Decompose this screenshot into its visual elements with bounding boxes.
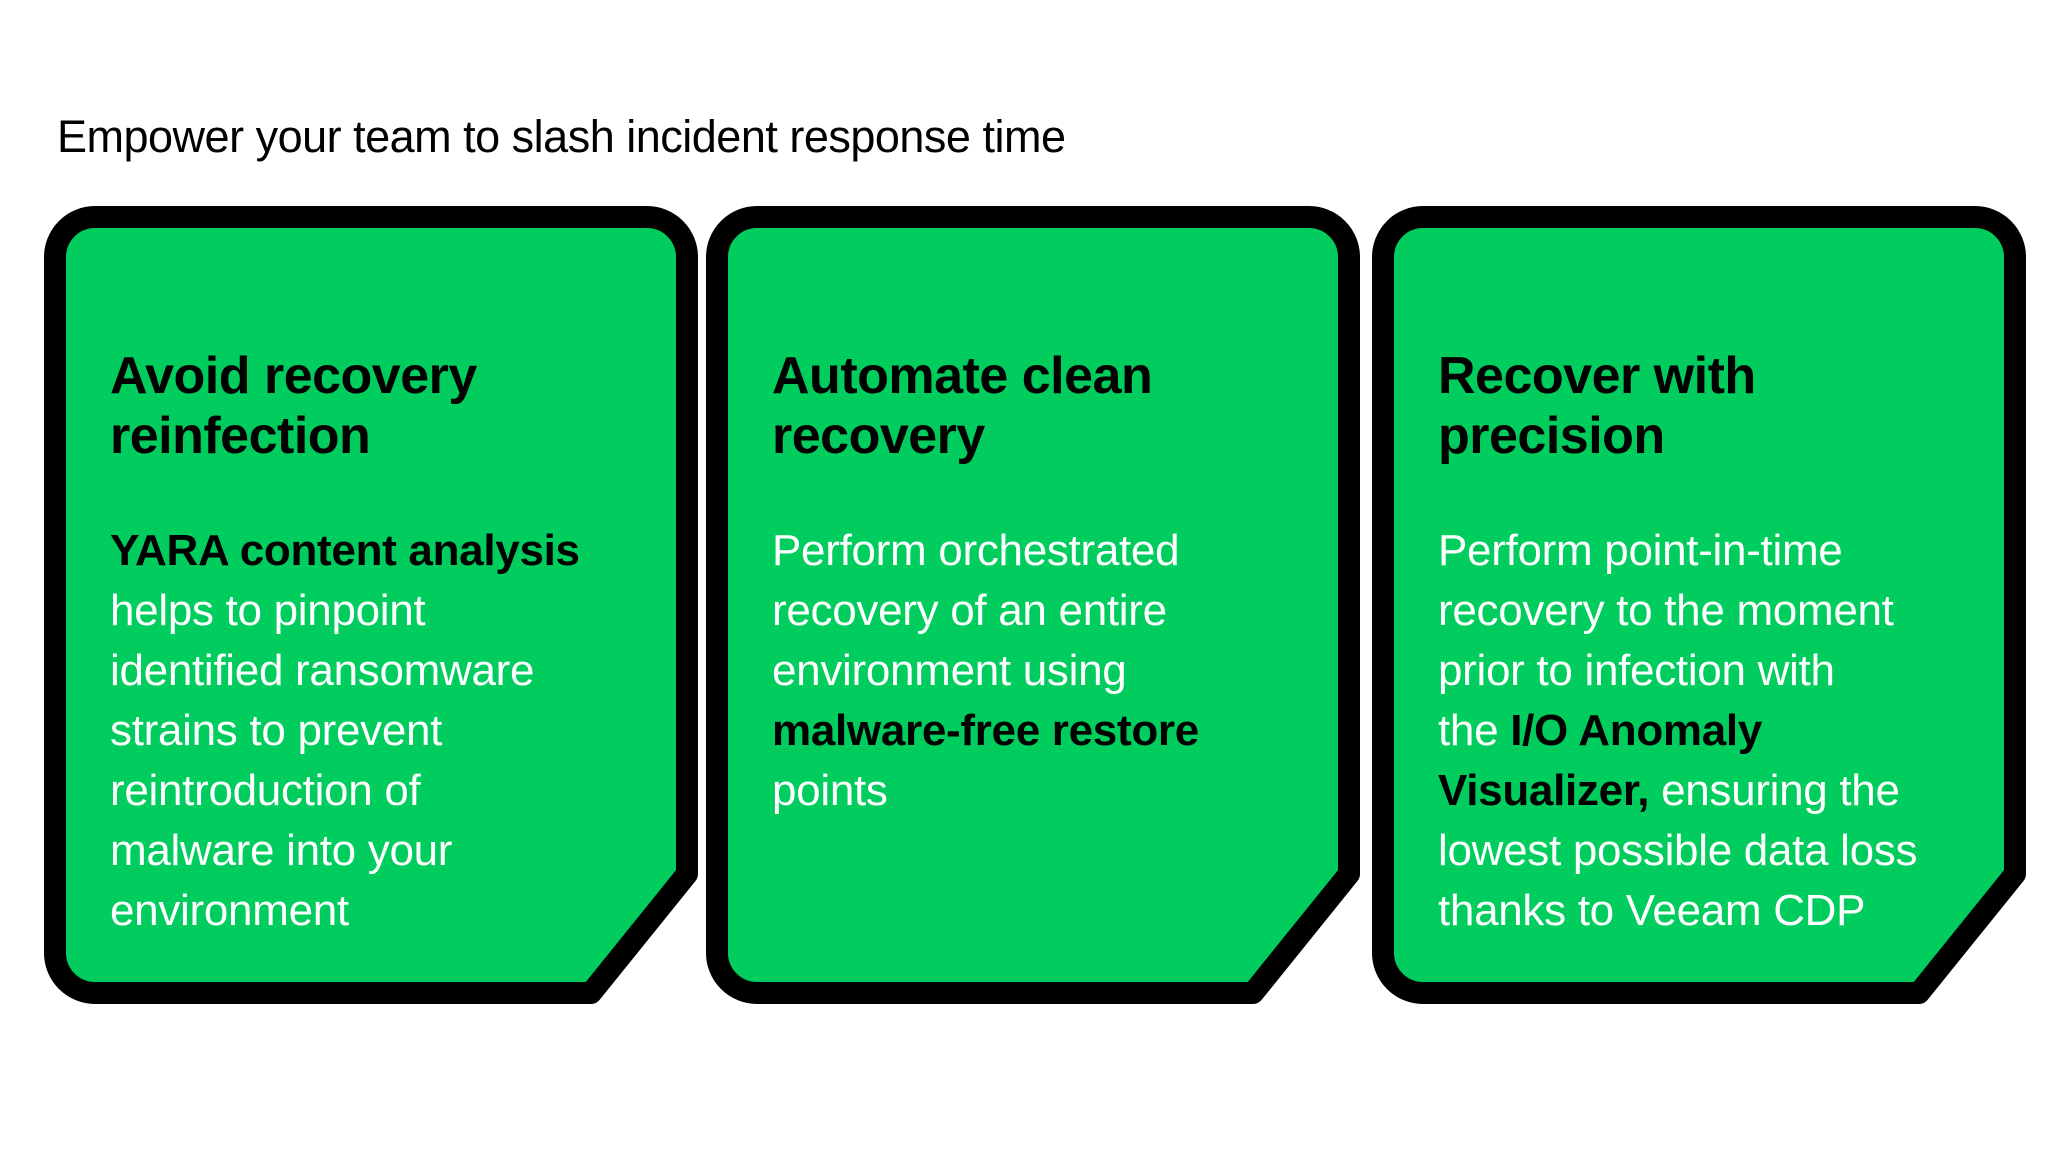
card-notched-rect bbox=[44, 206, 698, 1004]
body-segment-bold: malware-free restore bbox=[772, 706, 1199, 755]
card-content: Automate clean recovery Perform orchestr… bbox=[706, 206, 1360, 1004]
card-body: YARA content analysis helps to pinpoint … bbox=[110, 521, 658, 941]
body-segment: Perform point-in-time recovery to the mo… bbox=[1438, 526, 1894, 755]
body-segment: points bbox=[772, 766, 888, 815]
card-title: Recover with precision bbox=[1438, 347, 1756, 465]
body-segment: Perform orchestrated recovery of an enti… bbox=[772, 526, 1180, 695]
card-recover-with-precision: Recover with precision Perform point-in-… bbox=[1372, 206, 2026, 1004]
body-segment: helps to pinpoint identified ransomware … bbox=[110, 586, 535, 935]
card-notched-rect bbox=[706, 206, 1360, 1004]
card-shape-notched bbox=[44, 206, 698, 1004]
card-shape-notched bbox=[1372, 206, 2026, 1004]
card-content: Recover with precision Perform point-in-… bbox=[1372, 206, 2026, 1004]
page-heading: Empower your team to slash incident resp… bbox=[57, 111, 1066, 162]
card-shape-notched bbox=[706, 206, 1360, 1004]
body-segment-bold: I/O Anomaly Visualizer, bbox=[1438, 706, 1762, 815]
card-title: Automate clean recovery bbox=[772, 347, 1153, 465]
card-avoid-recovery-reinfection: Avoid recovery reinfection YARA content … bbox=[44, 206, 698, 1004]
card-notched-rect bbox=[1372, 206, 2026, 1004]
card-title: Avoid recovery reinfection bbox=[110, 347, 477, 465]
body-segment-bold: YARA content analysis bbox=[110, 526, 580, 575]
body-segment: ensuring the lowest possible data loss t… bbox=[1438, 766, 1918, 935]
card-body: Perform point-in-time recovery to the mo… bbox=[1438, 521, 1986, 941]
card-content: Avoid recovery reinfection YARA content … bbox=[44, 206, 698, 1004]
card-body: Perform orchestrated recovery of an enti… bbox=[772, 521, 1320, 821]
card-automate-clean-recovery: Automate clean recovery Perform orchestr… bbox=[706, 206, 1360, 1004]
